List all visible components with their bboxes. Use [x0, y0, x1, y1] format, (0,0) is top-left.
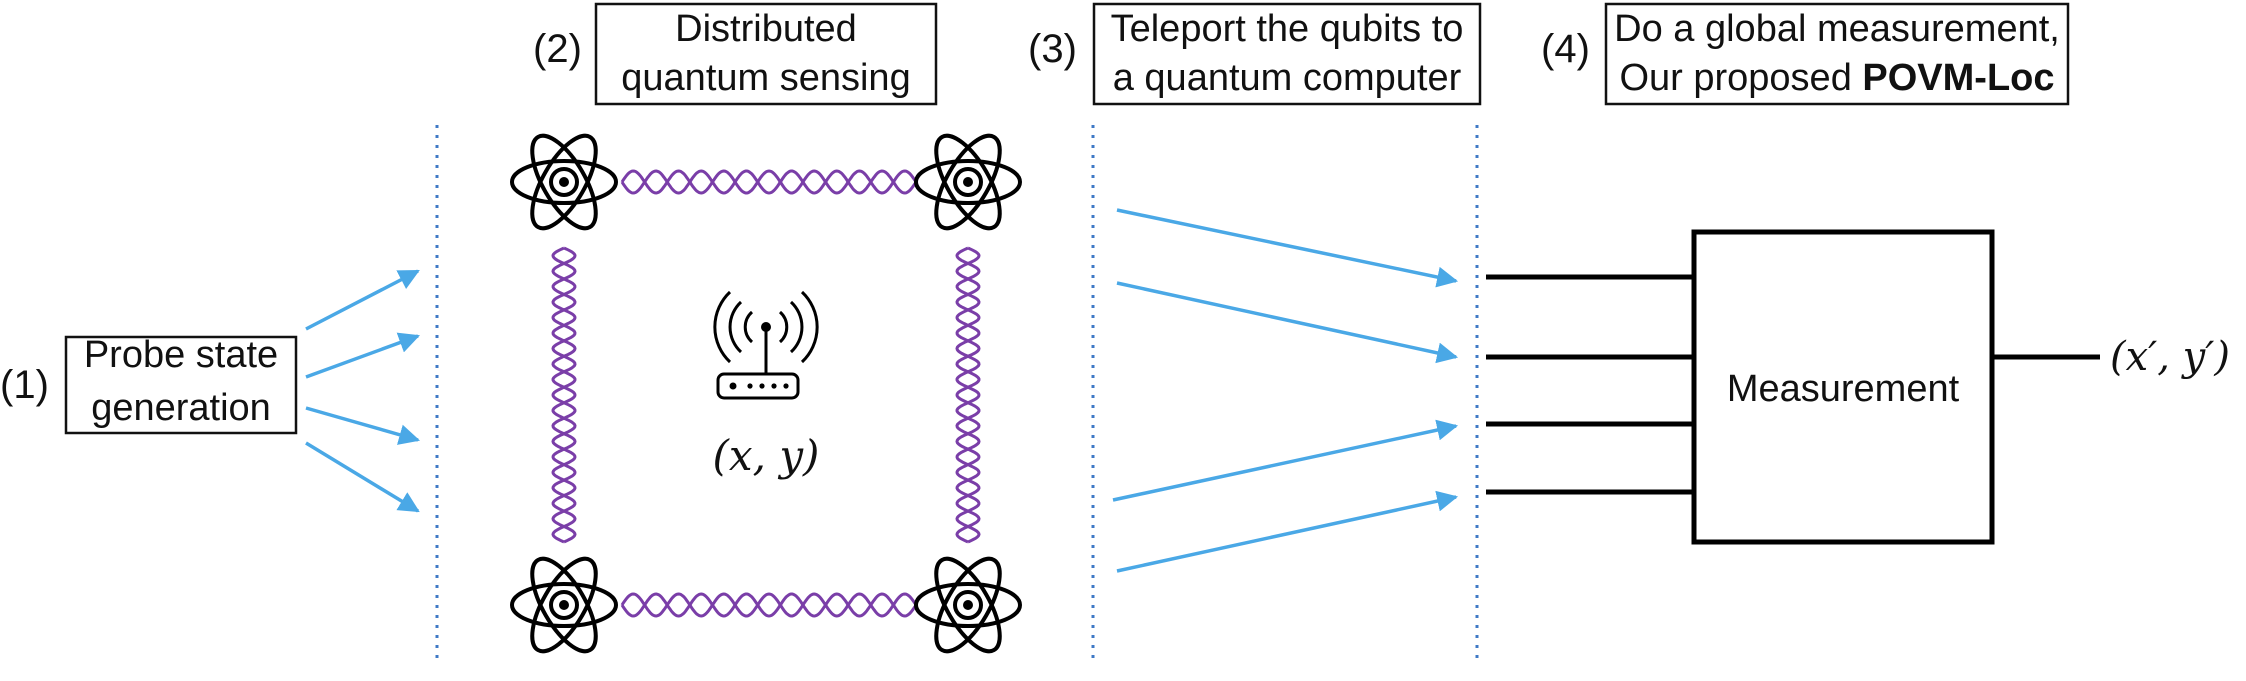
- step-4-number: (4): [1541, 27, 1590, 71]
- entanglement-strand: [620, 592, 918, 618]
- estimated-coordinates: (x′, y′): [2110, 334, 2230, 380]
- probe-arrow: [305, 406, 421, 445]
- teleport-label-line2: a quantum computer: [1113, 57, 1462, 99]
- entanglement-strand: [620, 169, 918, 195]
- atom-icon: [914, 547, 1022, 663]
- probe-state-label-line1: Probe state: [84, 334, 278, 376]
- measurement-input-wires: [1486, 274, 1694, 495]
- probe-arrow: [305, 332, 420, 379]
- probe-distribution-arrows: [305, 269, 421, 513]
- atom-icon: [510, 124, 618, 240]
- global-measurement-label-line2: Our proposed POVM-Loc: [1619, 57, 2054, 99]
- probe-state-box: [64, 335, 298, 435]
- distributed-sensing-label-line1: Distributed: [675, 8, 857, 50]
- probe-arrow: [305, 269, 420, 331]
- wireless-router-icon: [713, 290, 819, 400]
- probe-state-label-line2: generation: [91, 387, 271, 429]
- povm-loc-name: POVM-Loc: [1862, 57, 2054, 99]
- global-measurement-box: [1604, 2, 2070, 106]
- teleport-arrow: [1116, 490, 1459, 573]
- entanglement-strand: [551, 246, 577, 544]
- teleport-box: [1092, 2, 1482, 106]
- teleport-arrow: [1116, 208, 1459, 288]
- measurement-box: [1691, 229, 1995, 545]
- step-3-number: (3): [1028, 27, 1077, 71]
- entanglement-links: [551, 169, 981, 618]
- entanglement-strand: [955, 246, 981, 544]
- measurement-label: Measurement: [1727, 368, 1960, 410]
- entanglement-strand: [620, 592, 918, 618]
- step-2-number: (2): [533, 27, 582, 71]
- distributed-sensing-box: [594, 2, 938, 106]
- entanglement-strand: [955, 246, 981, 544]
- probe-arrow: [305, 441, 420, 513]
- proposed-prefix: Our proposed: [1619, 57, 1862, 99]
- atom-icon: [914, 124, 1022, 240]
- teleport-arrow: [1116, 281, 1459, 364]
- global-measurement-label-line1: Do a global measurement,: [1614, 8, 2060, 50]
- entanglement-strand: [620, 169, 918, 195]
- atom-icon: [510, 547, 618, 663]
- sensor-coordinates: (x, y): [713, 431, 820, 480]
- step-1-number: (1): [0, 363, 49, 407]
- distributed-sensing-label-line2: quantum sensing: [621, 57, 910, 99]
- entanglement-strand: [551, 246, 577, 544]
- teleport-arrow: [1112, 419, 1459, 502]
- teleport-label-line1: Teleport the qubits to: [1111, 8, 1464, 50]
- teleport-arrows: [1112, 208, 1459, 573]
